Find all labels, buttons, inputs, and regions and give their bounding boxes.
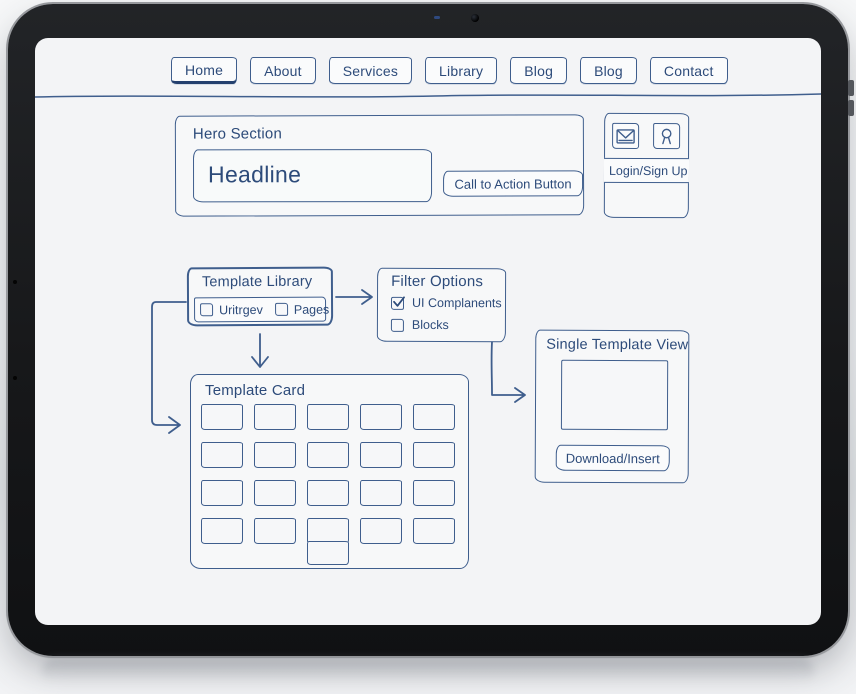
hero-section-box: Hero Section Headline Call to Action But… (174, 114, 585, 217)
template-preview-box (560, 359, 669, 431)
template-library-filter-row: Uritrgev Pages (194, 296, 329, 323)
checkbox-ui-components[interactable] (390, 295, 405, 310)
filter-options-title: Filter Options (391, 272, 484, 291)
microphone-dot (13, 376, 17, 380)
template-cell[interactable] (307, 442, 349, 468)
checkbox-uritrgev-label: Uritrgev (219, 302, 263, 317)
envelope-icon-button[interactable] (612, 122, 640, 149)
template-cell[interactable] (201, 480, 243, 506)
tablet-screen: Home About Services Library Blog Blog Co… (35, 38, 821, 625)
filter-row-ui-components: UI Complanents (390, 295, 502, 311)
nav-item-contact[interactable]: Contact (649, 57, 728, 84)
template-card: Template Card (190, 374, 469, 569)
template-cell[interactable] (201, 442, 243, 468)
nav-separator-line (35, 93, 821, 98)
hero-section-title: Hero Section (192, 125, 283, 143)
login-panel: Login/Sign Up (603, 112, 690, 219)
template-cell[interactable] (413, 442, 455, 468)
tablet-reflection (42, 658, 814, 684)
top-navigation: Home About Services Library Blog Blog Co… (171, 57, 728, 84)
single-template-view: Single Template View Download/Insert (534, 329, 690, 484)
template-cell[interactable] (254, 518, 296, 544)
template-cell[interactable] (307, 480, 349, 506)
template-grid (201, 404, 455, 544)
nav-item-about[interactable]: About (250, 57, 316, 84)
template-cell[interactable] (307, 518, 349, 544)
checkbox-pages-label: Pages (293, 302, 330, 317)
call-to-action-button[interactable]: Call to Action Button (443, 170, 584, 197)
profile-icon-button[interactable] (653, 123, 681, 150)
front-camera (471, 14, 479, 22)
checkbox-ui-components-label: UI Complanents (411, 295, 502, 311)
volume-button-up (848, 80, 854, 96)
template-cell[interactable] (254, 480, 296, 506)
nav-item-blog-2[interactable]: Blog (580, 57, 637, 84)
tablet-device: Home About Services Library Blog Blog Co… (8, 4, 848, 656)
template-cell[interactable] (360, 480, 402, 506)
nav-item-services[interactable]: Services (328, 57, 413, 84)
checkbox-blocks-label: Blocks (411, 317, 449, 333)
checkbox-blocks[interactable] (390, 318, 404, 332)
download-insert-button[interactable]: Download/Insert (555, 444, 670, 472)
microphone-dot (13, 280, 17, 284)
template-cell[interactable] (307, 404, 349, 430)
template-cell[interactable] (201, 518, 243, 544)
arrow-library-to-card-left (151, 301, 187, 434)
template-card-title: Template Card (205, 382, 306, 399)
template-cell[interactable] (254, 404, 296, 430)
login-signup-button[interactable]: Login/Sign Up (603, 157, 690, 184)
template-cell[interactable] (413, 404, 455, 430)
person-icon (661, 128, 672, 144)
light-sensor (434, 16, 440, 19)
nav-item-blog-1[interactable]: Blog (510, 57, 568, 84)
template-cell[interactable] (360, 518, 402, 544)
template-cell[interactable] (413, 518, 455, 544)
check-icon (393, 295, 405, 307)
template-cell-extra[interactable] (307, 541, 349, 565)
filter-options-box: Filter Options UI Complanents Blocks (376, 267, 507, 343)
filter-row-blocks: Blocks (390, 317, 449, 333)
template-library-title: Template Library (201, 273, 313, 291)
template-cell[interactable] (254, 442, 296, 468)
single-template-view-title: Single Template View (546, 336, 689, 354)
headline-box: Headline (193, 149, 433, 203)
envelope-icon (616, 128, 635, 144)
arrow-filter-to-singleview (490, 341, 526, 403)
arrow-library-to-card-down (251, 333, 269, 368)
template-cell[interactable] (201, 404, 243, 430)
template-library-box: Template Library Uritrgev Pages (186, 266, 334, 327)
template-cell[interactable] (413, 480, 455, 506)
template-cell[interactable] (360, 442, 402, 468)
template-cell[interactable] (360, 404, 402, 430)
checkbox-pages[interactable] (274, 302, 288, 316)
arrow-library-to-filter (335, 289, 373, 305)
checkbox-uritrgev[interactable] (200, 303, 214, 317)
nav-item-library[interactable]: Library (425, 57, 498, 84)
nav-item-home[interactable]: Home (171, 57, 238, 84)
headline-text: Headline (208, 161, 302, 188)
volume-button-down (848, 100, 854, 116)
